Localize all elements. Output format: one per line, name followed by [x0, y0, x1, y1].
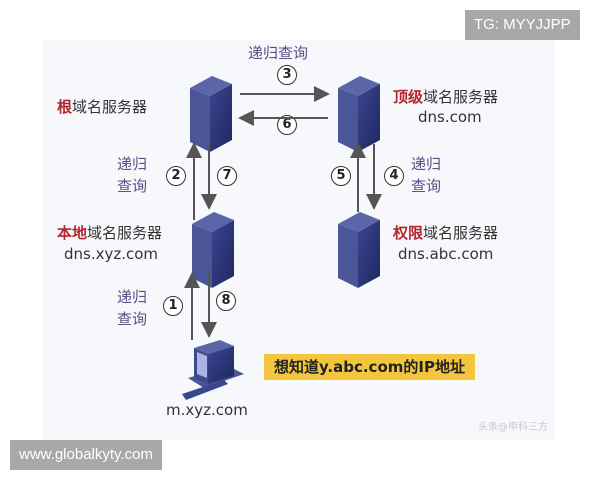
- source-credit: 头条@申科三方: [478, 422, 548, 433]
- root-server-label: 根域名服务器: [57, 96, 147, 117]
- root-server-icon: [190, 76, 232, 152]
- step-7-badge: 7: [217, 166, 237, 186]
- local-host: dns.xyz.com: [64, 245, 159, 263]
- local-prefix: 本地: [57, 224, 88, 242]
- local-server-icon: [192, 212, 234, 288]
- authoritative-server-label: 权限域名服务器: [393, 222, 498, 243]
- step-5-badge: 5: [331, 166, 351, 186]
- auth-suffix: 域名服务器: [423, 224, 499, 242]
- step-8-badge: 8: [216, 291, 236, 311]
- client-computer-icon: [182, 340, 244, 400]
- step-3-badge: 3: [277, 65, 297, 85]
- step-1-badge: 1: [163, 296, 183, 316]
- client-host: m.xyz.com: [166, 401, 248, 419]
- watermark-bottom-left: www.globalkyty.com: [10, 440, 162, 470]
- step-2-badge: 2: [166, 166, 186, 186]
- query-line2: 查询: [117, 177, 148, 195]
- authoritative-server-icon: [338, 212, 380, 288]
- root-suffix: 域名服务器: [72, 98, 148, 116]
- query-line2: 查询: [117, 310, 148, 328]
- tld-prefix: 顶级: [393, 88, 424, 106]
- query-goal-note: 想知道y.abc.com的IP地址: [264, 354, 475, 380]
- query-line2: 查询: [411, 177, 442, 195]
- query-line1: 递归: [117, 155, 148, 173]
- recursive-query-label-top: 递归查询: [248, 44, 309, 62]
- query-line1: 递归: [117, 288, 148, 306]
- tld-host: dns.com: [418, 108, 482, 126]
- query-line1: 递归: [411, 155, 442, 173]
- root-prefix: 根: [57, 98, 73, 116]
- recursive-query-label-4: 递归 查询: [411, 153, 441, 197]
- local-suffix: 域名服务器: [87, 224, 163, 242]
- recursive-query-label-2: 递归 查询: [117, 153, 147, 197]
- watermark-top-right: TG: MYYJJPP: [465, 10, 580, 40]
- step-4-badge: 4: [384, 166, 404, 186]
- authoritative-host: dns.abc.com: [398, 245, 494, 263]
- tld-server-icon: [338, 76, 380, 152]
- recursive-query-label-1: 递归 查询: [117, 286, 147, 330]
- auth-prefix: 权限: [393, 224, 424, 242]
- local-server-label: 本地域名服务器: [57, 222, 162, 243]
- tld-suffix: 域名服务器: [423, 88, 499, 106]
- step-6-badge: 6: [277, 115, 297, 135]
- tld-server-label: 顶级域名服务器: [393, 86, 498, 107]
